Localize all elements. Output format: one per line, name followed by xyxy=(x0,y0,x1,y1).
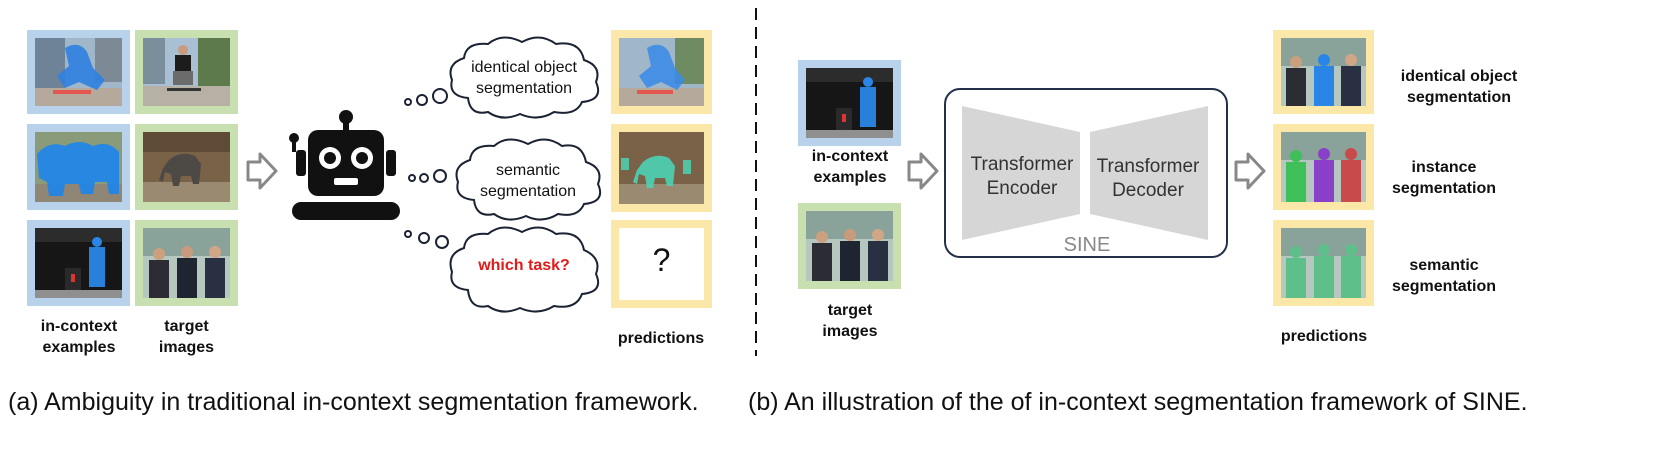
target-image-three-people xyxy=(135,220,238,306)
question-mark: ? xyxy=(652,242,671,278)
robot-icon xyxy=(289,110,400,220)
sine-in-context-label: in-context examples xyxy=(811,148,889,186)
task-label-instance: instance segmentation xyxy=(1391,159,1496,197)
task-label-identical: identical object segmentation xyxy=(1400,68,1518,106)
target-image-elephant xyxy=(135,124,238,210)
arrow-right-icon xyxy=(1234,152,1266,190)
example-image-elephants xyxy=(27,124,130,210)
thought-cloud-1 xyxy=(449,36,600,119)
thought-dots xyxy=(404,88,449,249)
target-images-label: target images xyxy=(158,318,215,356)
thought-text-2: semantic segmentation xyxy=(479,162,577,200)
decoder-label: Transformer Decoder xyxy=(1096,156,1200,201)
thought-cloud-3 xyxy=(449,226,600,313)
sine-target-image xyxy=(798,203,901,289)
caption-a: (a) Ambiguity in traditional in-context … xyxy=(8,388,699,416)
in-context-examples-label: in-context examples xyxy=(40,318,118,356)
sine-model-box xyxy=(944,88,1228,258)
sine-name: SINE xyxy=(1063,234,1111,256)
sine-target-label: target images xyxy=(822,302,878,340)
task-label-semantic: semantic segmentation xyxy=(1391,257,1496,295)
sine-prediction-identical xyxy=(1273,30,1374,114)
arrow-right-icon xyxy=(246,152,278,190)
sine-prediction-semantic xyxy=(1273,220,1374,306)
left-predictions-label: predictions xyxy=(617,330,705,347)
arrow-right-icon xyxy=(907,152,939,190)
example-image-podium xyxy=(27,220,130,306)
which-task-text: which task? xyxy=(478,257,570,274)
caption-b: (b) An illustration of the of in-context… xyxy=(748,388,1528,416)
prediction-image-skateboarder xyxy=(611,30,712,114)
target-image-skateboarder xyxy=(135,30,238,114)
example-image-skateboarder xyxy=(27,30,130,114)
thought-cloud-2 xyxy=(455,138,602,221)
encoder-decoder-shape xyxy=(962,106,1208,240)
sine-prediction-instance xyxy=(1273,124,1374,210)
sine-example-image xyxy=(798,60,901,146)
thought-text-1: identical object segmentation xyxy=(471,59,577,97)
panel-divider xyxy=(755,8,757,356)
encoder-label: Transformer Encoder xyxy=(970,154,1074,199)
prediction-image-elephant xyxy=(611,124,712,212)
prediction-placeholder xyxy=(611,220,712,308)
right-predictions-label: predictions xyxy=(1280,328,1368,345)
